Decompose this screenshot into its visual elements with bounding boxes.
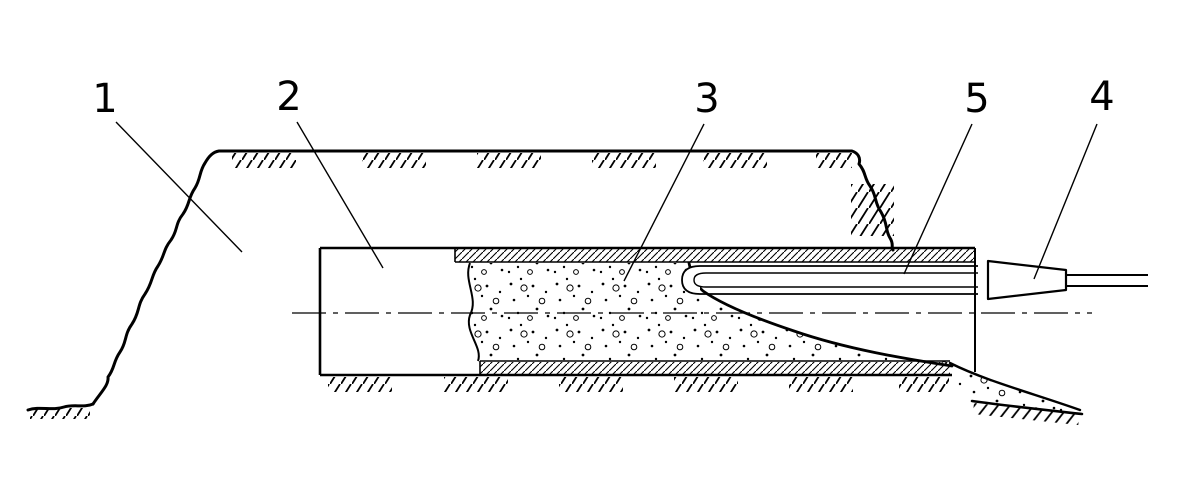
leader-line-1 bbox=[115, 121, 243, 253]
slope-hatching bbox=[851, 184, 894, 236]
spill-region bbox=[950, 363, 1080, 413]
spill-upper-line bbox=[948, 361, 1082, 412]
pipe-tip-outer bbox=[681, 265, 701, 295]
spill-ground-hatch bbox=[972, 403, 1080, 426]
injection-pipe bbox=[681, 265, 978, 295]
surface-hatching bbox=[232, 153, 852, 168]
casing-bottom-wall bbox=[480, 362, 950, 375]
grout-fill bbox=[467, 261, 1084, 426]
label-4: 4 bbox=[1089, 74, 1114, 120]
leader-line-2 bbox=[296, 121, 384, 269]
callout-5: 5 bbox=[903, 76, 990, 275]
callout-2: 2 bbox=[276, 74, 384, 269]
callout-3: 3 bbox=[623, 76, 720, 282]
callout-4: 4 bbox=[1033, 74, 1115, 280]
leader-line-5 bbox=[903, 123, 973, 275]
spill-ground-line bbox=[970, 399, 1084, 416]
nozzle-assembly bbox=[986, 259, 1148, 301]
ground-hatching-below-casing bbox=[328, 377, 949, 392]
label-1: 1 bbox=[92, 76, 117, 122]
grout-stipple-region bbox=[468, 263, 952, 366]
embankment bbox=[26, 149, 895, 419]
label-5: 5 bbox=[964, 76, 989, 122]
grout-left-boundary bbox=[467, 262, 480, 362]
leader-line-4 bbox=[1033, 123, 1098, 280]
label-3: 3 bbox=[694, 76, 719, 122]
callouts: 1 2 3 5 4 bbox=[92, 74, 1115, 282]
borehole-casing bbox=[318, 246, 976, 392]
grout-spill bbox=[948, 361, 1084, 426]
leader-line-3 bbox=[623, 123, 705, 282]
casing-top-wall bbox=[455, 249, 975, 262]
ground-hatch-left bbox=[30, 408, 90, 419]
pipe-tip-inner bbox=[693, 272, 707, 288]
nozzle-body bbox=[986, 259, 1068, 301]
callout-1: 1 bbox=[92, 76, 243, 253]
label-2: 2 bbox=[276, 74, 301, 120]
